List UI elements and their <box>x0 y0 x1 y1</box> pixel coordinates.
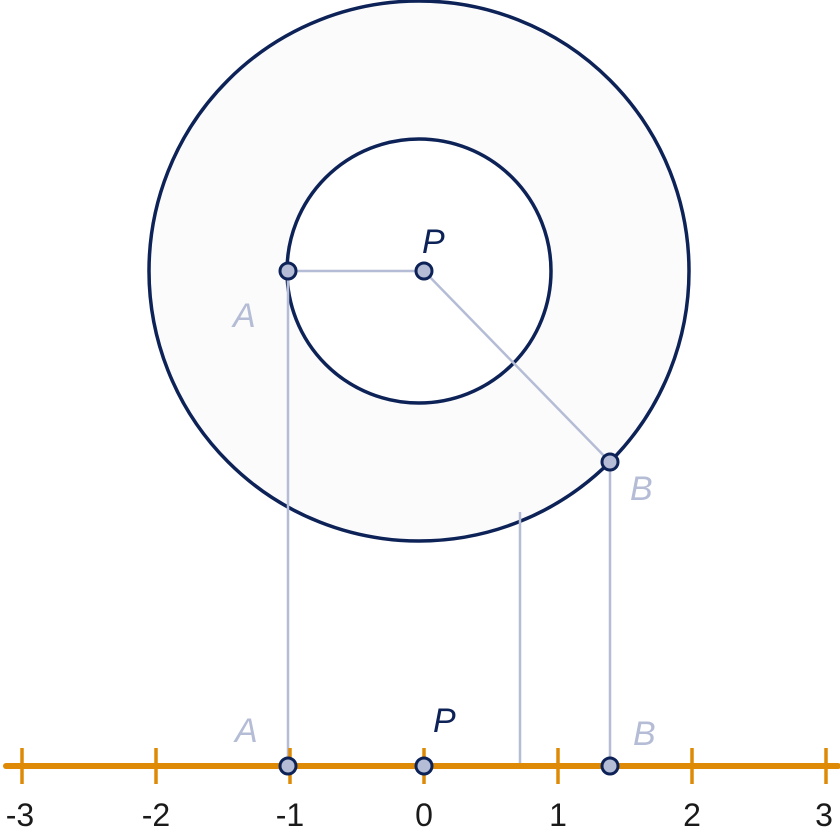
label-b-circle: B <box>630 470 653 508</box>
segment-pb <box>423 270 611 463</box>
label-p-line: P <box>433 702 456 740</box>
number-line-ticks <box>20 748 828 784</box>
label-p-circle: P <box>422 223 445 261</box>
point-a-line <box>278 756 298 776</box>
label-b-line: B <box>633 715 656 753</box>
point-b-line <box>600 756 620 776</box>
point-b-circle <box>600 452 620 472</box>
point-a-circle <box>278 261 298 281</box>
tick-label--1: -1 <box>276 797 304 830</box>
point-p-circle <box>414 261 434 281</box>
tick-label-0: 0 <box>415 797 433 830</box>
tick-label--3: -3 <box>6 797 34 830</box>
tick-label-1: 1 <box>549 797 567 830</box>
tick-label-2: 2 <box>683 797 701 830</box>
number-line-tick-labels: -3 -2 -1 0 1 2 3 <box>6 797 833 833</box>
tick-label--2: -2 <box>142 797 170 830</box>
point-p-line <box>414 756 434 776</box>
tick-label-3: 3 <box>815 797 833 830</box>
label-a-circle: A <box>231 297 256 335</box>
label-a-line: A <box>233 712 258 750</box>
